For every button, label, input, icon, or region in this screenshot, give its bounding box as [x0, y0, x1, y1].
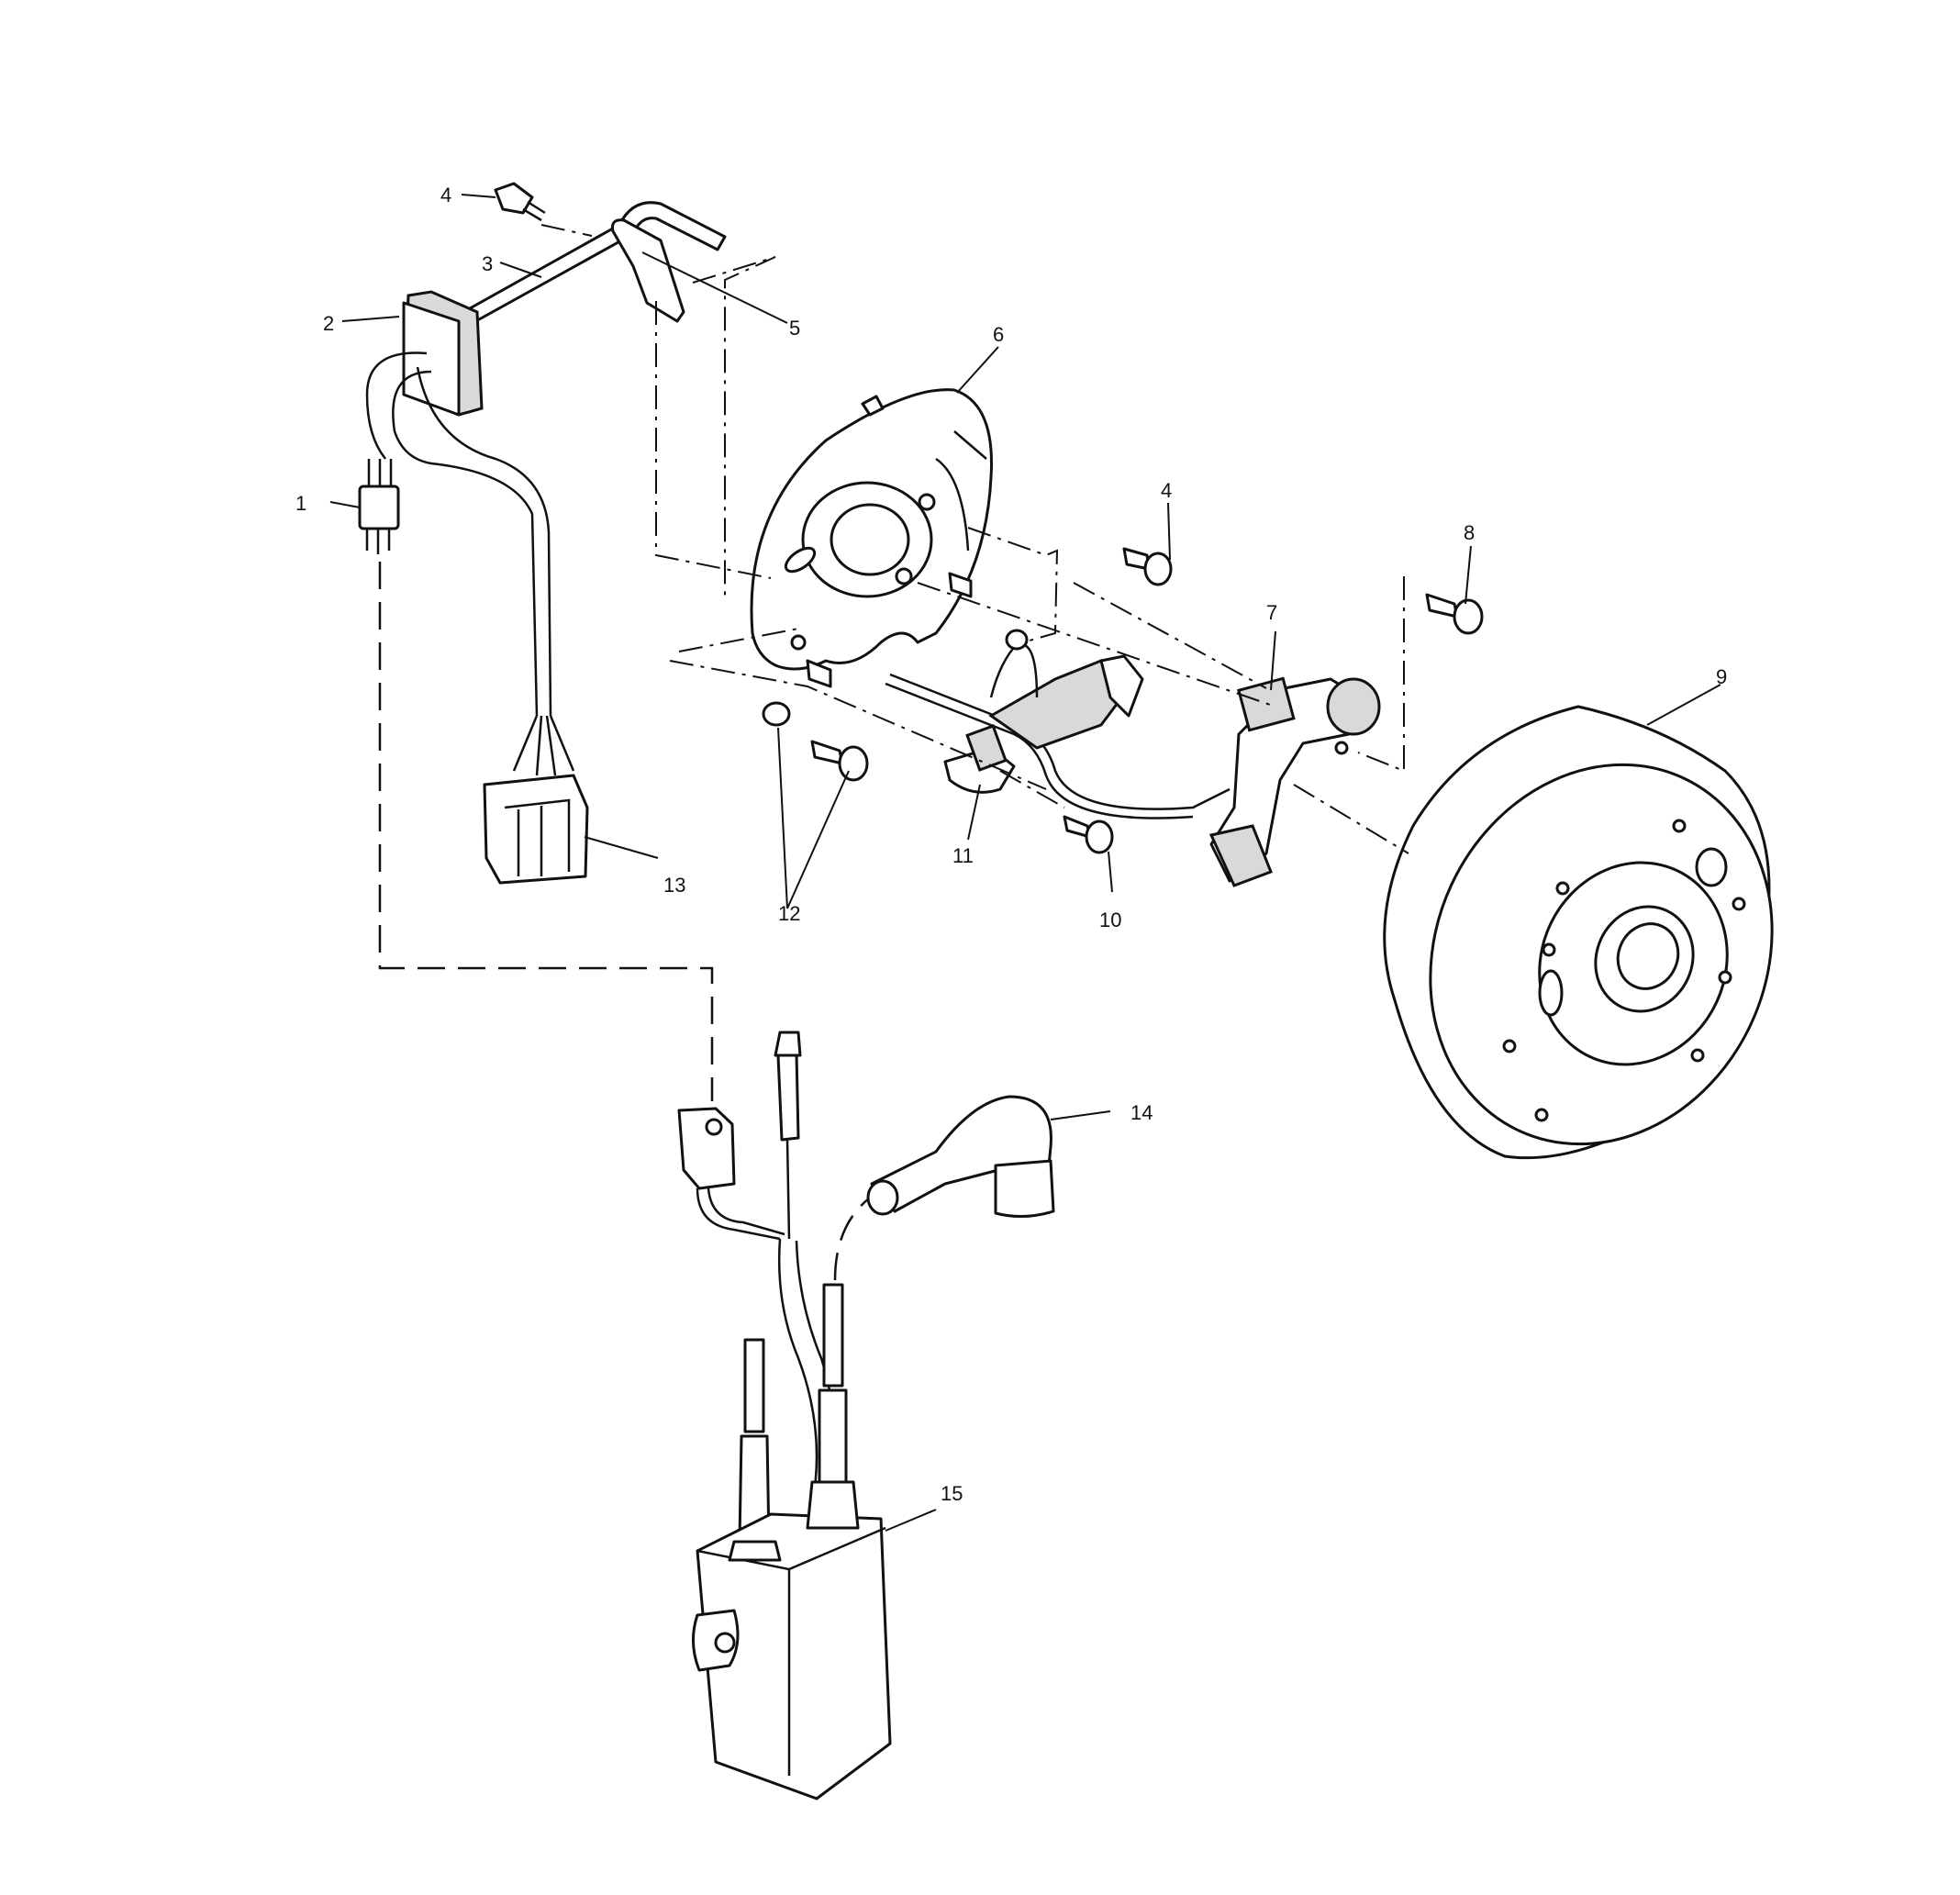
charging-coil-winding-bottom — [1208, 824, 1273, 887]
ignition-assembly — [677, 1031, 1055, 1800]
stator-stud-1 — [806, 659, 832, 688]
flywheel-bore — [1616, 922, 1680, 990]
stator-hole-upper — [918, 493, 936, 511]
flywheel-slot — [1695, 847, 1728, 887]
stator-tab-top — [861, 395, 885, 417]
pulser-coil-assembly — [885, 641, 1231, 819]
harness-cable-sheath — [416, 366, 552, 717]
pulser-wire-inner — [885, 682, 1194, 819]
callout-4-right: 4 — [1161, 479, 1172, 502]
wire-routing-dashed — [378, 562, 714, 1101]
callout-8: 8 — [1464, 521, 1475, 544]
stator-plate — [750, 388, 993, 671]
lighting-coil-lead — [989, 641, 1039, 698]
high-tension-lead-right — [818, 1283, 848, 1488]
washer-12 — [762, 701, 791, 727]
cdi-connector-leads — [696, 1187, 785, 1241]
washer-stator — [1005, 629, 1029, 651]
connector-1-pins — [365, 459, 393, 554]
plug-13-body — [483, 774, 589, 885]
screw-12 — [810, 740, 869, 782]
stator-hole-lower — [895, 567, 913, 585]
callout-7: 7 — [1266, 601, 1277, 624]
callout-11: 11 — [952, 844, 974, 867]
harness-cable-upper — [365, 351, 428, 460]
charging-coil — [1208, 676, 1381, 887]
callout-13: 13 — [663, 874, 685, 897]
cdi-unit-face — [696, 1526, 886, 1776]
assembly-lines — [540, 224, 1409, 854]
callout-3: 3 — [482, 252, 493, 275]
charging-coil-winding-right — [1326, 677, 1381, 736]
flywheel — [1383, 705, 1774, 1160]
callout-10: 10 — [1099, 908, 1121, 931]
lead-wire-upper — [776, 1052, 800, 1142]
callout-12: 12 — [778, 902, 800, 925]
leader-lines — [329, 194, 1721, 1532]
cdi-unit-mount-hole — [714, 1632, 736, 1654]
screw-10 — [1063, 815, 1114, 854]
connector-1-body — [358, 485, 400, 530]
regulator-face — [402, 301, 461, 417]
cdi-unit-body — [696, 1512, 892, 1800]
stator-center-bore — [830, 503, 910, 576]
callout-2: 2 — [323, 312, 334, 335]
plug-13-wires — [512, 715, 575, 776]
lead-wire-terminal — [774, 1031, 802, 1057]
wiring-harness-assembly — [358, 201, 727, 885]
spark-plug-cap-end — [866, 1179, 899, 1216]
coil-finger — [1099, 654, 1144, 718]
screw-4-top — [494, 182, 546, 222]
cdi-connector-socket — [705, 1118, 723, 1136]
harness-cable-lower — [392, 370, 539, 717]
fasteners — [494, 182, 1484, 854]
screw-8 — [1425, 593, 1484, 635]
charging-coil-hole — [1334, 741, 1349, 755]
stator-stud-2 — [948, 572, 973, 598]
callout-15: 15 — [941, 1482, 963, 1505]
flywheel-window — [1538, 969, 1564, 1017]
flywheel-bolt-holes — [1502, 819, 1746, 1122]
callout-6: 6 — [993, 323, 1004, 346]
stator-hole-a — [790, 634, 807, 651]
callout-1: 1 — [295, 492, 306, 515]
pulser-core — [965, 724, 1008, 772]
callout-9: 9 — [1716, 665, 1727, 688]
bracket-clip — [611, 218, 685, 323]
stator-slot-left — [784, 546, 817, 574]
cdi-unit-grommet-right — [806, 1480, 860, 1530]
plug-13-detail — [504, 798, 571, 876]
stator-spoke — [935, 430, 987, 552]
callout-14: 14 — [1130, 1101, 1153, 1124]
screw-4-right — [1122, 547, 1173, 586]
callout-labels: 1 2 3 4 5 6 4 8 7 9 10 11 12 13 14 15 — [295, 184, 1727, 1505]
high-tension-lead-left — [738, 1338, 771, 1544]
spark-plug-cap-boot — [994, 1159, 1055, 1219]
cdi-unit-grommet-left — [728, 1540, 782, 1562]
callout-4-top: 4 — [440, 184, 451, 206]
cdi-connector — [677, 1107, 736, 1190]
callout-5: 5 — [789, 317, 800, 340]
